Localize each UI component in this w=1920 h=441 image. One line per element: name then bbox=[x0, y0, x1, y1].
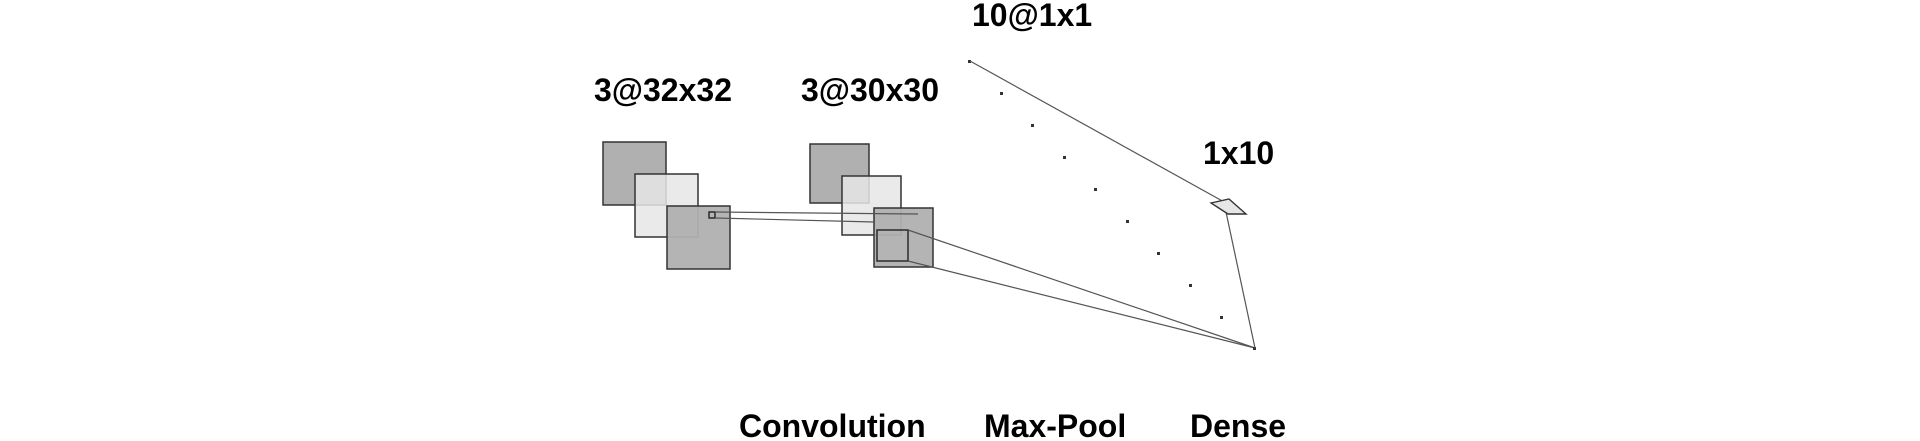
layer-label-conv: 3@30x30 bbox=[801, 72, 939, 108]
layer-label-input: 3@32x32 bbox=[594, 72, 732, 108]
input-kernel-window bbox=[708, 211, 716, 219]
kernel-connection-top bbox=[714, 211, 919, 215]
dense-connection-top bbox=[969, 60, 1227, 204]
conv-pool-window bbox=[876, 229, 909, 262]
kernel-connection-bottom bbox=[714, 217, 875, 223]
operation-label-dense: Dense bbox=[1190, 408, 1286, 441]
layer-label-dense: 1x10 bbox=[1203, 135, 1274, 171]
dense-output-plane bbox=[1209, 198, 1248, 215]
operation-label-convolution: Convolution bbox=[739, 408, 926, 441]
pool-output-nodes bbox=[968, 60, 1256, 350]
pool-node bbox=[1063, 156, 1066, 159]
dense-connection-bottom bbox=[1225, 211, 1256, 349]
pool-node bbox=[1157, 252, 1160, 255]
pool-node bbox=[968, 60, 971, 63]
pool-node bbox=[1220, 316, 1223, 319]
pool-connection-bottom bbox=[907, 260, 1256, 349]
pool-node bbox=[1189, 284, 1192, 287]
conv-feature-maps bbox=[809, 143, 934, 268]
pool-node bbox=[1094, 188, 1097, 191]
conv-map-3 bbox=[873, 207, 934, 268]
pool-node bbox=[1253, 347, 1256, 350]
pool-node bbox=[1031, 124, 1034, 127]
operation-label-maxpool: Max-Pool bbox=[984, 408, 1126, 441]
pool-node bbox=[1126, 220, 1129, 223]
input-map-3 bbox=[666, 205, 731, 270]
pool-connection-top bbox=[907, 229, 1256, 349]
conv-map-2 bbox=[841, 175, 902, 236]
layer-label-pool: 10@1x1 bbox=[972, 0, 1092, 33]
pool-node bbox=[1000, 92, 1003, 95]
input-feature-maps bbox=[602, 141, 731, 270]
